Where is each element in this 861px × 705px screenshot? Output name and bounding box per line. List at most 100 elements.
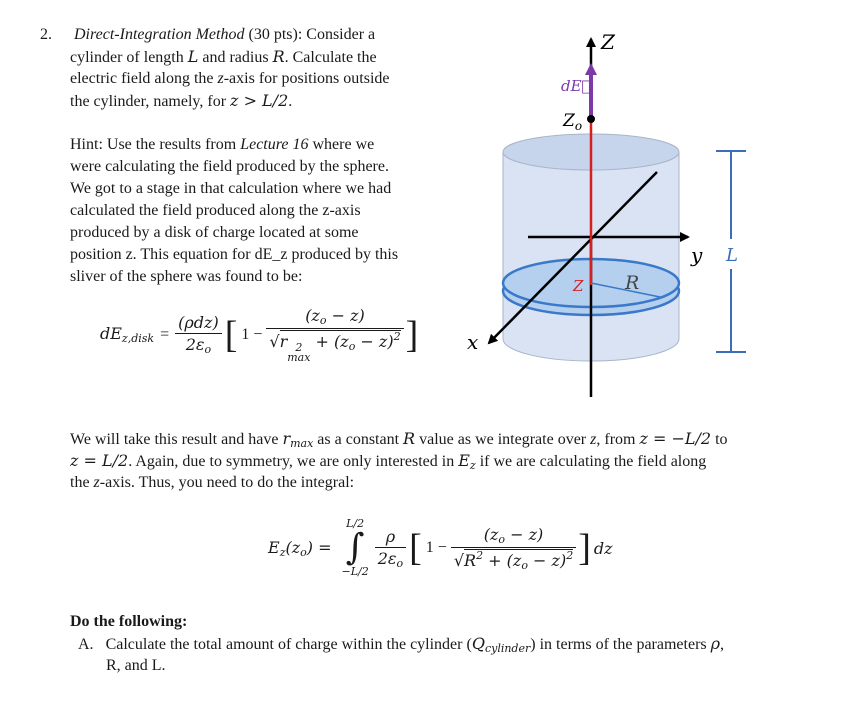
eq2-root-tail: + (z [483,550,522,570]
problem-text-3a: electric field along the [70,70,218,87]
eq2-one-minus: 1 − [425,539,447,556]
p2-l1-b: as a constant [313,431,404,448]
equation-Ez-integral: Ez(z o ) = L/2 ∫ −L/2 ρ 2εo [ 1 − (zo − z)… [268,518,613,578]
p2-r: r [282,429,291,448]
task-A-Q-sub: cylinder [484,642,531,655]
hint-prefix: Hint: Use the results from [70,136,241,153]
eq1-root-sub: o [348,340,356,353]
p2-l3-a: the [70,474,94,491]
problem-line-1: 2. Direct-Integration Method (30 pts): C… [40,24,375,46]
task-A-text-a: Calculate the total amount of charge wit… [105,636,472,653]
task-A-line-1: A.Calculate the total amount of charge w… [78,633,724,660]
hint-line-6: position z. This equation for dE_z produ… [70,246,399,263]
problem-text-2a: cylinder of length [70,49,188,66]
problem-line-3: electric field along the z-axis for posi… [70,68,389,90]
problem-points: (30 pts): [248,26,303,43]
radius-line [590,282,661,298]
eq2-dz: dz [593,538,613,558]
x-axis [487,171,658,345]
p2-R: R [403,429,416,448]
problem-text-4b: . [288,93,293,110]
p2-l3-z: z [93,474,100,491]
eq2-lower-limit: −L/2 [341,565,369,578]
hint-line-2: were calculating the field produced by t… [70,158,389,175]
var-L: L [187,47,199,66]
eq2-num-sub: o [498,532,506,546]
eq2-bracket-left: [ [409,527,422,569]
eq1-num-tail: − z) [326,306,365,325]
eq2-R-sup: 2 [476,548,484,562]
eq2-R: R [464,550,477,570]
eq2-arg: (z [285,537,301,557]
eq2-integral-sign: ∫ [345,527,365,568]
hint-line-7: sliver of the sphere was found to be: [70,268,303,285]
label-zo: Zo [562,111,582,133]
task-A-Q-main: Q [471,634,485,653]
eq2-root-sup: 2 [566,548,574,562]
eq2-coef: ρ 2εo [374,527,407,570]
eq2-E-sub: z [279,545,286,559]
hint-suffix: where we [308,136,375,153]
hint-line-4: calculated the field produced along the … [70,202,361,219]
label-R: R [624,272,639,294]
eq1-root-sup: 2 [393,330,401,343]
hint-line-3: We got to a stage in that calculation wh… [70,180,392,197]
cylinder-figure: Z dE⃗ Zo y L x R Z [467,30,746,397]
label-y: y [690,243,703,267]
problem-title: Direct-Integration Method [74,26,245,43]
eq1-sqrt-sign: √ [269,332,280,351]
eq1-r-sup: 2 [295,341,303,354]
eq2-frac-num: (zo − z) [450,524,577,548]
eq2-num-tail: − z) [505,524,544,544]
p2-l1-a: We will take this result and have [70,431,283,448]
tasks-heading: Do the following: [70,613,188,630]
p2-E: E [458,451,470,470]
eq2-arg-end: ) = [306,537,332,557]
problem-line-4: the cylinder, namely, for z > L/2. [70,90,292,113]
eq1-equals: = [160,325,170,343]
p2-upper-limit: z = L/2 [70,451,129,470]
eq2-bracket-right: ] [578,527,591,569]
p2-z: z [590,431,597,448]
task-A-Q: Qcylinder [471,634,531,655]
paragraph-2-line-3: the z-axis. Thus, you need to do the int… [70,472,354,494]
eq1-root-tail: + (z [310,332,349,351]
p2-rmax: rmax [282,429,313,450]
eq1-lhs: dEz,disk [100,324,154,345]
p2-l2-a: . Again, due to symmetry, we are only in… [128,453,459,470]
task-A-line-2: R, and L. [106,657,166,674]
hint-lecture: Lecture 16 [240,136,309,153]
p2-Esub: z [469,459,476,472]
eq2-integral: L/2 ∫ −L/2 [342,518,369,578]
eq1-one-minus: 1 − [241,325,263,343]
eq2-root-end: − z) [527,550,567,570]
p2-l1-d: , from [596,431,640,448]
eq2-E: E [268,537,280,557]
label-zo-sub: o [575,119,582,133]
eq2-sqrt-sign: √ [453,550,465,570]
problem-text-3b: -axis for positions outside [223,70,390,87]
p2-lower-limit: z = −L/2 [639,429,712,448]
task-A-rho: ρ [710,634,721,653]
label-Z-disk: Z [572,277,584,295]
task-A-text-b: ) in terms of the parameters [530,636,711,653]
var-z: z [217,70,224,87]
eq1-bracket-right: ] [405,313,419,356]
problem-text-2b: and radius [198,49,273,66]
p2-l1-c: value as we integrate over [415,431,591,448]
eq1-lhs-main: dE [100,324,122,343]
label-L: L [725,245,738,266]
eq1-num-a: (z [305,306,320,325]
eq1-coef-num: (ρdz) [175,313,222,334]
eq1-r-sub: max [287,351,311,364]
p2-l2-b: if we are calculating the field along [475,453,707,470]
eq2-upper-limit: L/2 [346,517,365,530]
p2-l1-e: to [711,431,728,448]
eq1-r: r [279,332,288,351]
eq1-coef: (ρdz) 2εo [175,313,222,356]
label-dE: dE⃗ [561,77,591,95]
